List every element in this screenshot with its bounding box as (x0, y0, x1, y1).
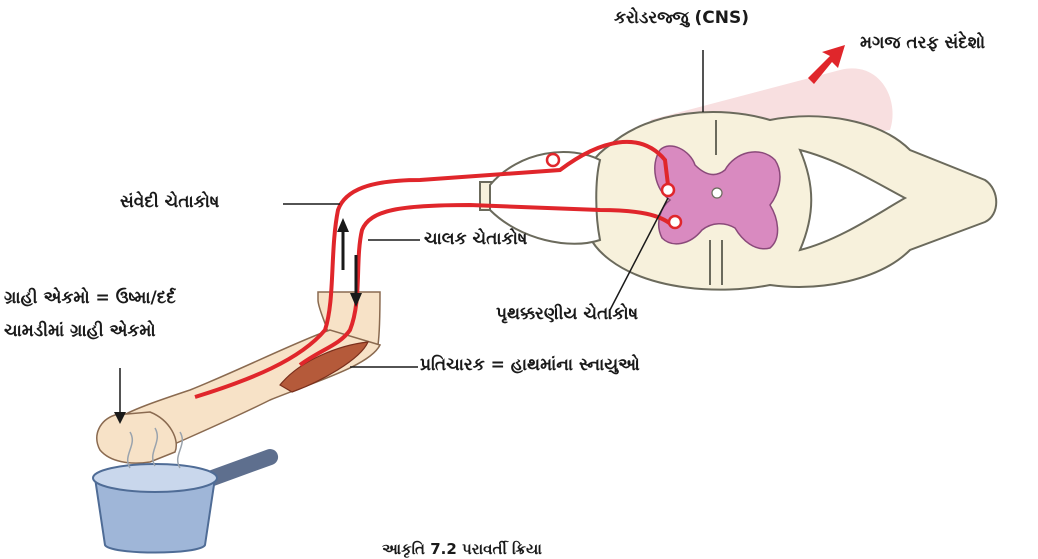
sensory-cell-body (547, 154, 559, 166)
sensory-direction-arrowhead (337, 218, 349, 232)
label-sensory-neuron: સંવેદી ચેતાકોષ (120, 192, 219, 212)
central-canal (712, 188, 722, 198)
pot-rim (93, 464, 217, 492)
label-receptor-line2: ચામડીમાં ગ્રાહી એકમો (4, 321, 156, 341)
relay-neuron-body (662, 184, 674, 196)
label-cns: કરોડરજ્જુ (CNS) (614, 8, 749, 28)
label-effector: પ્રતિચારક = હાથમાંના સ્નાયુઓ (420, 355, 640, 375)
arm (97, 292, 380, 463)
spinal-cord-cross-section (480, 112, 996, 290)
label-motor-neuron: ચાલક ચેતાકોષ (424, 229, 527, 249)
label-to-brain: મગજ તરફ સંદેશો (860, 33, 985, 53)
label-receptor-line1: ગ્રાહી એકમો = ઉષ્મા/દર્દ (4, 288, 176, 308)
figure-caption: આકૃતિ 7.2 પરાવર્તી ક્રિયા (382, 540, 542, 558)
motor-cell-body (669, 216, 681, 228)
label-relay-neuron: પૃથક્કરણીય ચેતાકોષ (496, 304, 638, 324)
